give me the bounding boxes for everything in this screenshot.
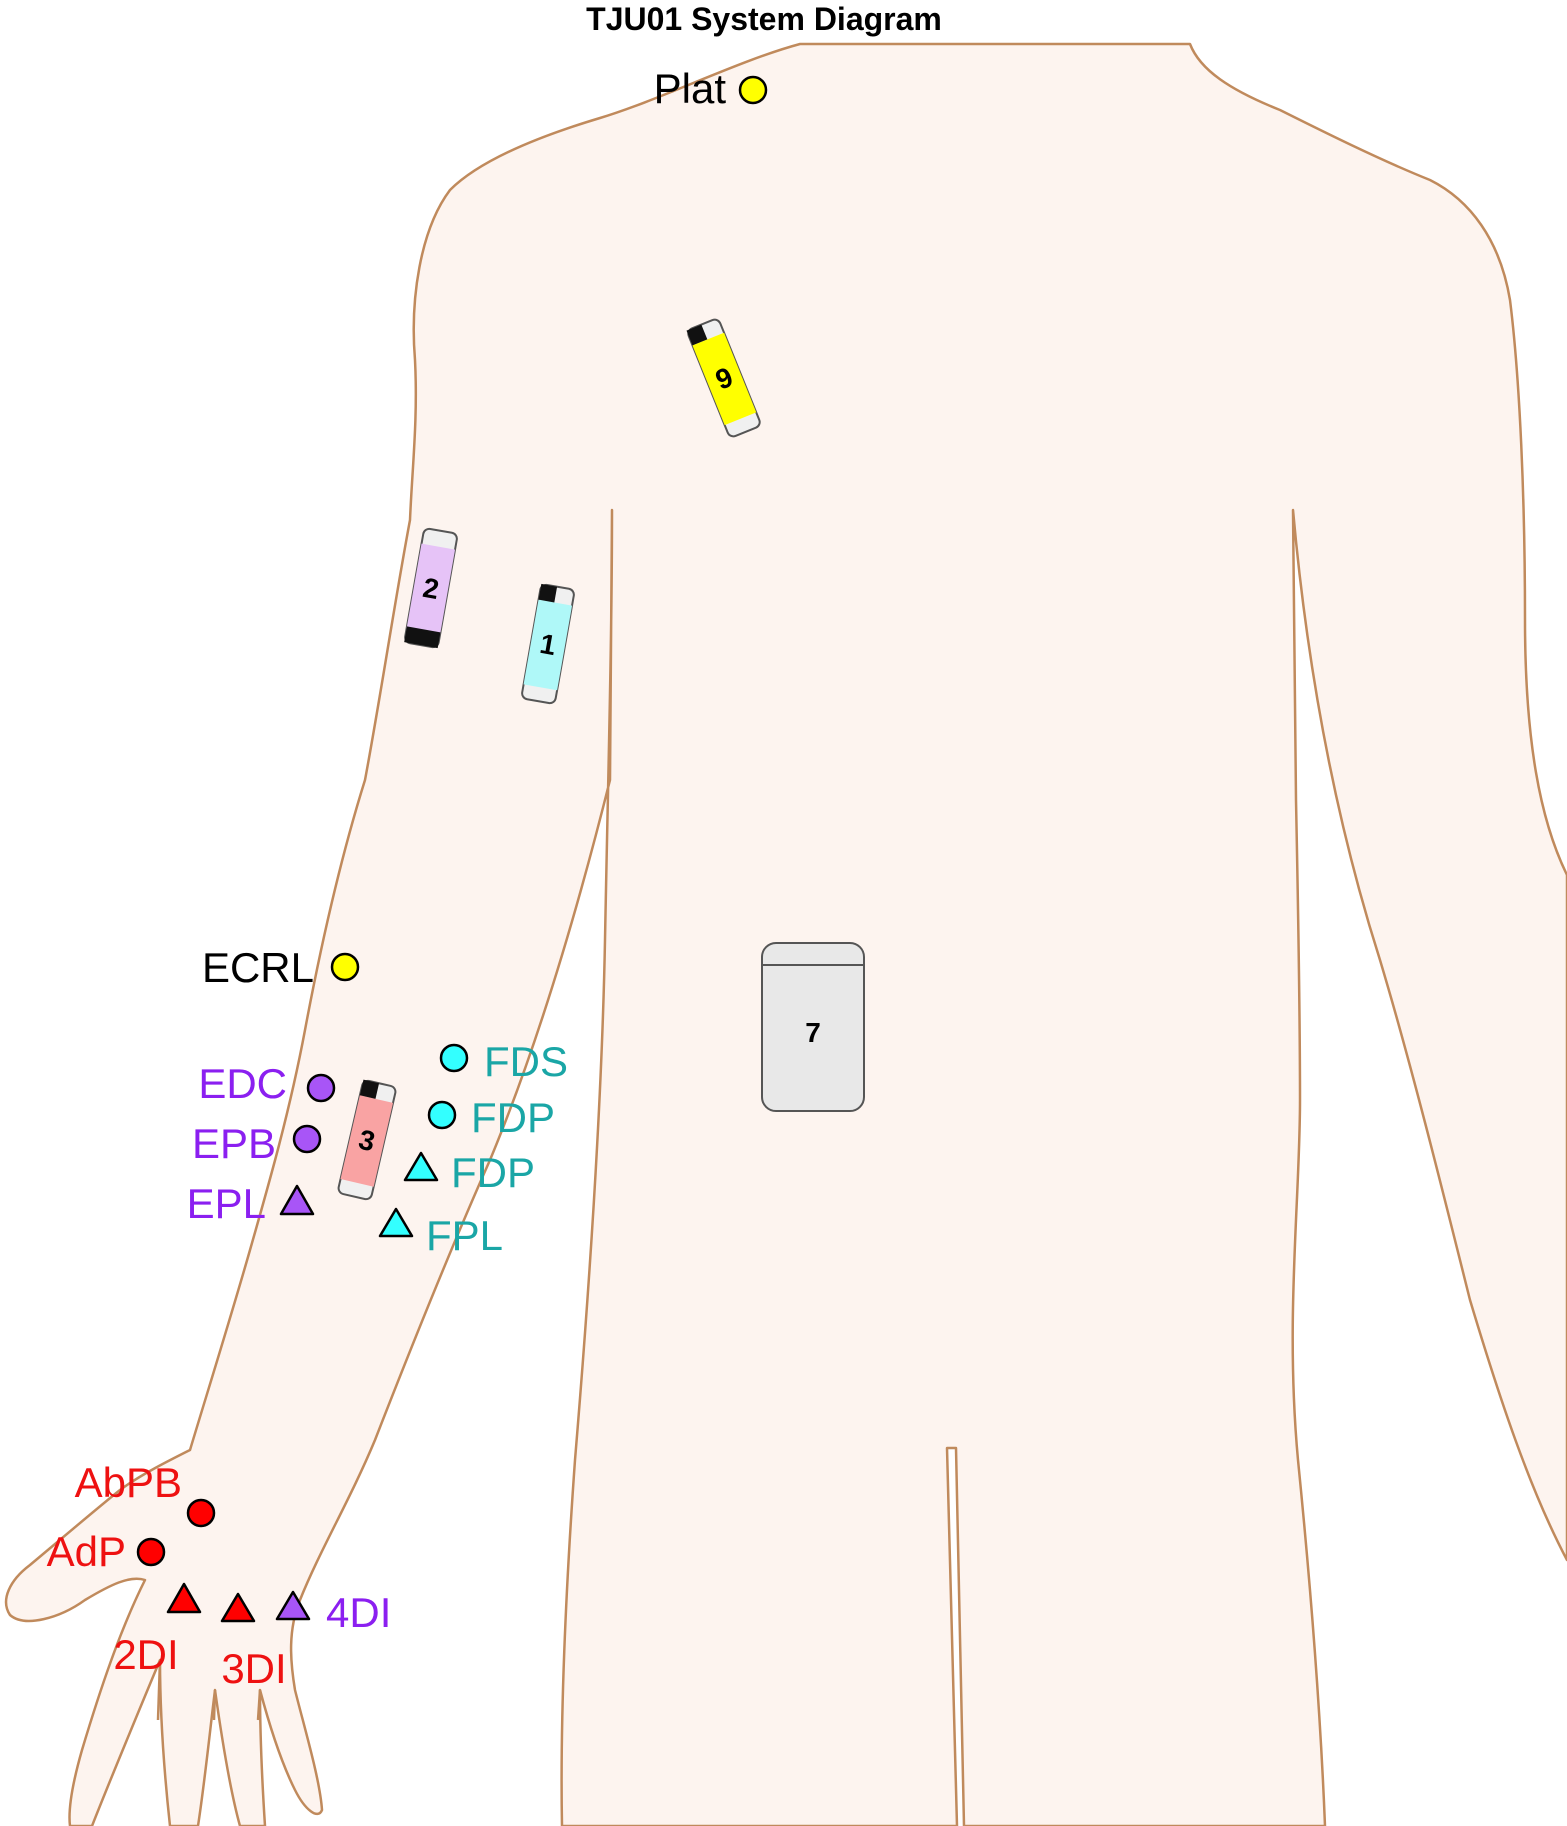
device-3-body <box>340 1095 394 1187</box>
device-1-cap <box>538 583 558 603</box>
fdp-1-label: FDP <box>471 1094 555 1141</box>
device-3-cap <box>359 1079 380 1099</box>
electrode-fpl: FPL <box>378 1207 503 1259</box>
device-9: 9 <box>686 318 761 438</box>
device-2-label: 2 <box>421 572 442 605</box>
body-silhouette <box>4 42 1567 1826</box>
device-7-label: 7 <box>805 1017 821 1048</box>
edc-label: EDC <box>198 1060 287 1107</box>
4di-label: 4DI <box>326 1589 391 1636</box>
abpb-label: AbPB <box>75 1459 182 1506</box>
edc-marker <box>306 1073 336 1103</box>
electrode-ecrl: ECRL <box>202 944 360 991</box>
3di-label: 3DI <box>221 1645 286 1692</box>
device-2: 2 <box>404 527 458 649</box>
electrode-fds: FDS <box>439 1038 568 1085</box>
electrode-abpb: AbPB <box>75 1459 216 1528</box>
device-1-body <box>523 599 573 691</box>
finger-gap-2 <box>212 1689 217 1721</box>
fdp-2-marker <box>403 1151 439 1182</box>
fds-marker <box>439 1043 469 1073</box>
device-9-body <box>692 332 757 426</box>
epb-marker <box>292 1124 322 1154</box>
device-9-cap <box>686 324 708 346</box>
device-3: 3 <box>337 1079 397 1201</box>
fdp-2-label: FDP <box>451 1149 535 1196</box>
2di-marker <box>166 1582 202 1614</box>
electrode-epb: EPB <box>192 1120 322 1167</box>
device-7: 7 <box>761 942 865 1112</box>
epl-label: EPL <box>187 1180 266 1227</box>
ecrl-label: ECRL <box>202 944 314 991</box>
electrode-fdp-2: FDP <box>403 1149 535 1196</box>
adp-marker <box>136 1537 166 1567</box>
fpl-label: FPL <box>426 1212 503 1259</box>
electrode-2di: 2DI <box>113 1582 202 1678</box>
epb-label: EPB <box>192 1120 276 1167</box>
plat-marker <box>738 75 768 105</box>
device-1: 1 <box>521 583 575 705</box>
fpl-marker <box>378 1207 414 1238</box>
plat-label: Plat <box>654 65 727 112</box>
adp-label: AdP <box>47 1528 126 1575</box>
device-2-body <box>406 543 456 635</box>
electrode-adp: AdP <box>47 1528 166 1575</box>
device-3-label: 3 <box>356 1124 378 1158</box>
finger-gap-3 <box>256 1689 262 1721</box>
electrode-epl: EPL <box>187 1180 315 1227</box>
electrode-edc: EDC <box>198 1060 336 1107</box>
fds-label: FDS <box>484 1038 568 1085</box>
device-2-cap <box>404 626 441 649</box>
3di-marker <box>220 1592 256 1623</box>
device-1-label: 1 <box>538 628 559 661</box>
fdp-1-marker <box>427 1100 457 1130</box>
electrode-plat: Plat <box>654 65 768 112</box>
2di-label: 2DI <box>113 1631 178 1678</box>
ecrl-marker <box>330 952 360 982</box>
diagram-title: TJU01 System Diagram <box>586 1 942 37</box>
electrode-3di: 3DI <box>220 1592 287 1692</box>
4di-marker <box>275 1590 311 1621</box>
epl-marker <box>279 1184 315 1216</box>
finger-gap-1 <box>156 1659 162 1721</box>
body-outline <box>4 42 1567 1826</box>
electrode-4di: 4DI <box>275 1589 391 1636</box>
electrode-fdp-1: FDP <box>427 1094 555 1141</box>
abpb-marker <box>186 1498 216 1528</box>
